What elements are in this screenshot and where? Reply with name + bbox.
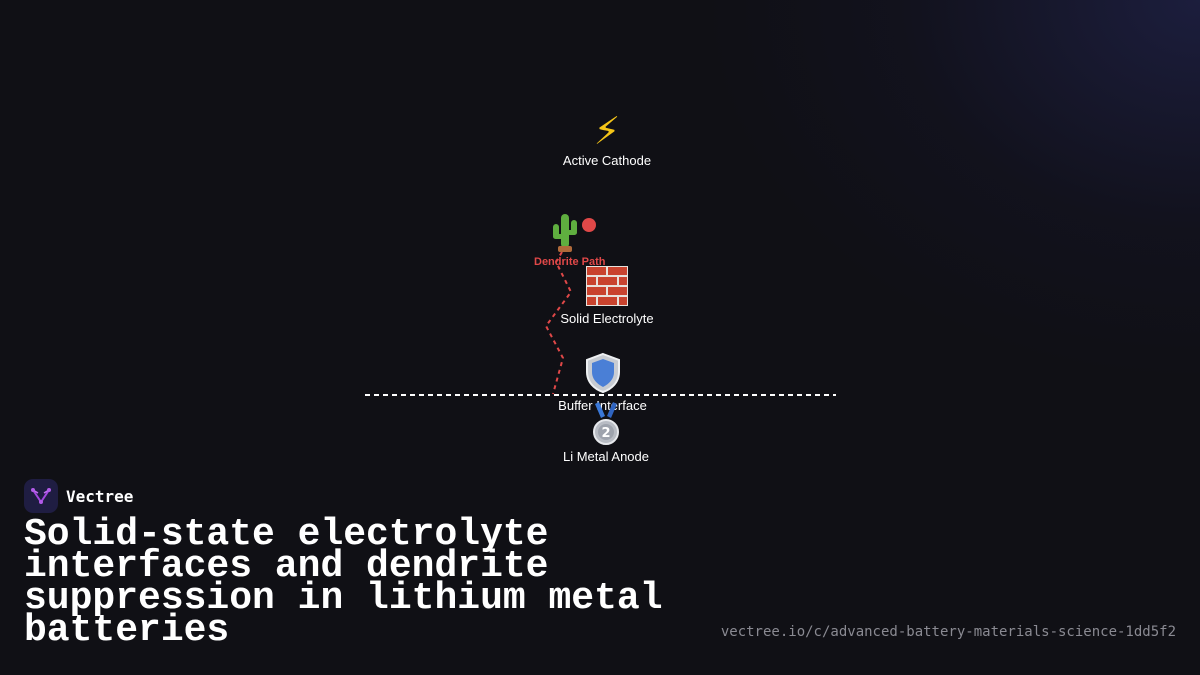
source-url[interactable]: vectree.io/c/advanced-battery-materials-… xyxy=(720,624,1176,640)
cactus-icon xyxy=(550,210,596,254)
node-label: Buffer Interface xyxy=(558,398,647,413)
node-buffer-interface[interactable]: Buffer Interface xyxy=(540,352,665,413)
node-dendrite-path[interactable]: Dendrite Path xyxy=(526,210,616,268)
node-label: Dendrite Path xyxy=(534,256,606,268)
node-active-cathode[interactable]: ⚡ Active Cathode xyxy=(540,112,674,168)
node-label: Li Metal Anode xyxy=(562,449,649,464)
brick-wall-icon xyxy=(586,266,628,306)
shield-icon xyxy=(584,352,622,394)
node-solid-electrolyte[interactable]: Solid Electrolyte xyxy=(540,266,674,326)
node-label: Solid Electrolyte xyxy=(560,311,654,326)
svg-text:2: 2 xyxy=(601,426,610,441)
page-title: Solid-state electrolyte interfaces and d… xyxy=(24,513,663,652)
node-li-metal-anode[interactable]: 2 Li Metal Anode xyxy=(540,402,672,464)
medal-2-icon: 2 xyxy=(591,402,621,448)
node-label: Active Cathode xyxy=(562,153,652,168)
brand[interactable]: Vectree xyxy=(24,479,133,513)
lightning-icon: ⚡ xyxy=(593,109,621,153)
vectree-logo-icon xyxy=(24,479,58,513)
brand-name: Vectree xyxy=(66,486,134,506)
dendrite-path-line xyxy=(544,251,573,395)
